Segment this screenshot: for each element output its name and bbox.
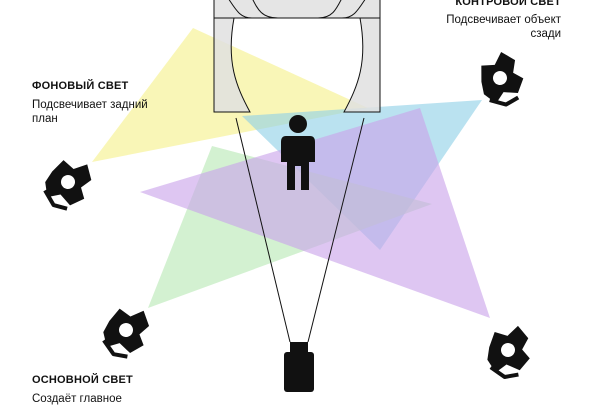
- fill-light-label: ФОНОВЫЙ СВЕТ Подсвечивает задний план: [32, 80, 172, 127]
- key-light-label: ОСНОВНОЙ СВЕТ Создаёт главное: [32, 374, 192, 406]
- stage-curtains: [213, 0, 381, 113]
- fill-light-title: ФОНОВЫЙ СВЕТ: [32, 80, 129, 92]
- camera-icon: [284, 342, 314, 392]
- back-light-description: Подсвечивает объект сзади: [446, 13, 561, 41]
- person-icon: [281, 115, 315, 190]
- rim-light-lamp-icon: [480, 322, 537, 382]
- rim-light-beam: [140, 108, 490, 318]
- fill-light-lamp-icon: [38, 153, 97, 215]
- camera-view-line-left: [235, 117, 291, 343]
- camera-view-line-right: [307, 117, 365, 343]
- key-light-title: ОСНОВНОЙ СВЕТ: [32, 374, 133, 386]
- fill-light-description: Подсвечивает задний план: [32, 98, 148, 126]
- back-light-title: КОНТРОВОЙ СВЕТ: [455, 0, 561, 8]
- key-light-lamp-icon: [97, 302, 154, 362]
- back-light-label: КОНТРОВОЙ СВЕТ Подсвечивает объект сзади: [433, 0, 561, 42]
- key-light-description: Создаёт главное: [32, 392, 122, 405]
